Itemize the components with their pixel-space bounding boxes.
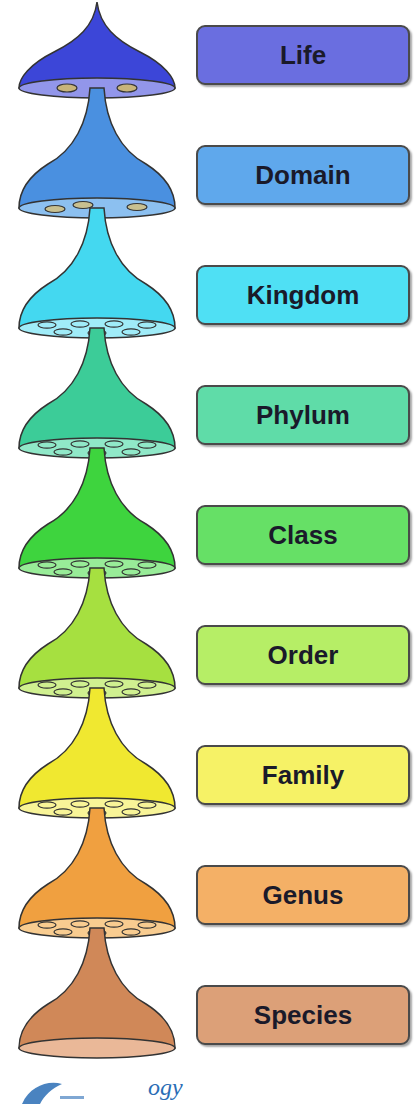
domain-bell (19, 88, 175, 218)
rank-name: Species (254, 1000, 352, 1031)
rank-label-box: Genus (196, 865, 410, 925)
rank-name: Life (280, 40, 326, 71)
rank-name: Class (268, 520, 337, 551)
rank-label-box: Family (196, 745, 410, 805)
rank-name: Family (262, 760, 344, 791)
genus-bell (19, 808, 175, 938)
species-bell (19, 928, 175, 1058)
rank-name: Order (268, 640, 339, 671)
rank-label-box: Life (196, 25, 410, 85)
life-bell (19, 2, 175, 98)
rank-label-box: Phylum (196, 385, 410, 445)
watermark-text: ogy (148, 1074, 183, 1101)
watermark-logo (22, 1083, 84, 1104)
rank-label-box: Order (196, 625, 410, 685)
phylum-bell (19, 328, 175, 458)
rank-name: Kingdom (247, 280, 360, 311)
rank-name: Genus (263, 880, 344, 911)
rank-label-box: Species (196, 985, 410, 1045)
kingdom-bell (19, 208, 175, 338)
order-bell (19, 568, 175, 698)
rank-label-box: Kingdom (196, 265, 410, 325)
rank-label-box: Class (196, 505, 410, 565)
rank-label-box: Domain (196, 145, 410, 205)
family-bell (19, 688, 175, 818)
class-bell (19, 448, 175, 578)
rank-name: Phylum (256, 400, 350, 431)
rank-name: Domain (255, 160, 350, 191)
